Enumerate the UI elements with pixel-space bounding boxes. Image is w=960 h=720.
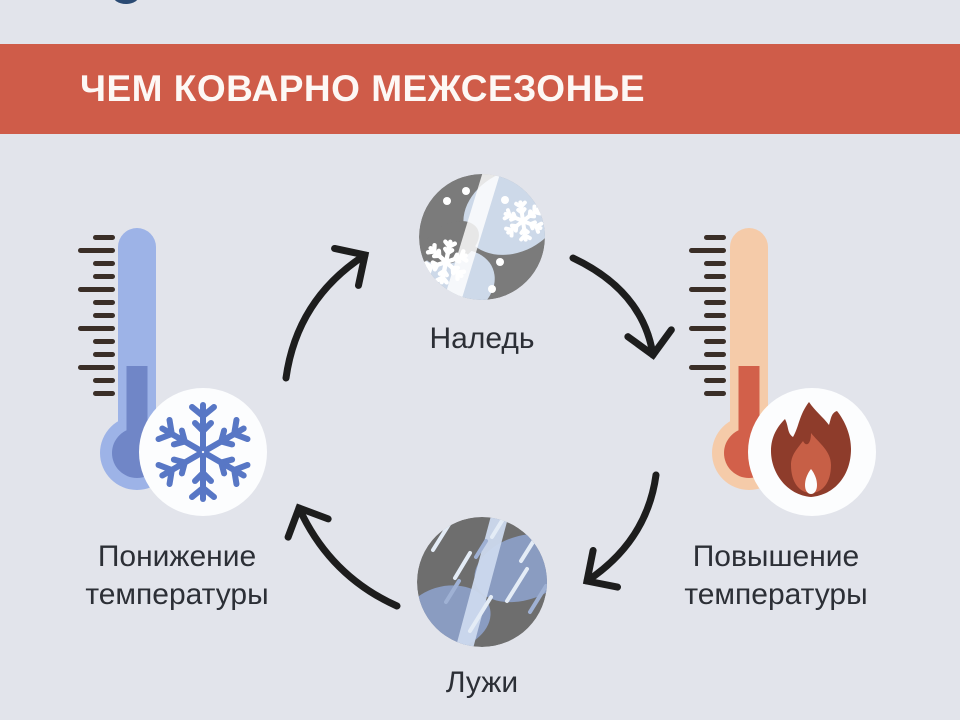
label-temperature-rise: Повышение температуры — [626, 538, 926, 614]
snow-dots — [443, 187, 509, 293]
label-ice: Наледь — [382, 320, 582, 358]
fire-icon — [771, 402, 851, 497]
arrow-top-to-right-icon — [569, 254, 675, 360]
rain-lines-dark — [444, 539, 547, 614]
header-band: ЧЕМ КОВАРНО МЕЖСЕЗОНЬЕ — [0, 44, 960, 134]
label-ice-text: Наледь — [429, 322, 535, 355]
arrow-bottom-to-left-icon — [284, 503, 401, 610]
thermometer-cold-scale — [78, 235, 115, 396]
puddles-road-icon — [417, 517, 547, 647]
thermometer-cold-icon — [78, 228, 267, 516]
label-line: Повышение — [692, 540, 860, 573]
label-puddles-text: Лужи — [445, 666, 519, 699]
label-line: температуры — [684, 578, 868, 611]
road-stripe — [454, 517, 509, 647]
label-line: Понижение — [97, 540, 257, 573]
label-puddles: Лужи — [382, 664, 582, 702]
arrow-left-to-top-icon — [282, 244, 370, 382]
label-line: температуры — [85, 578, 269, 611]
thermometer-hot-scale — [689, 235, 726, 396]
label-temperature-drop: Понижение температуры — [27, 538, 327, 614]
page-title: ЧЕМ КОВАРНО МЕЖСЕЗОНЬЕ — [80, 68, 646, 109]
icy-road-icon — [419, 174, 545, 300]
thermometer-hot-icon — [689, 228, 876, 516]
arrow-right-to-bottom-icon — [582, 471, 660, 591]
partial-logo-icon — [114, 0, 138, 4]
